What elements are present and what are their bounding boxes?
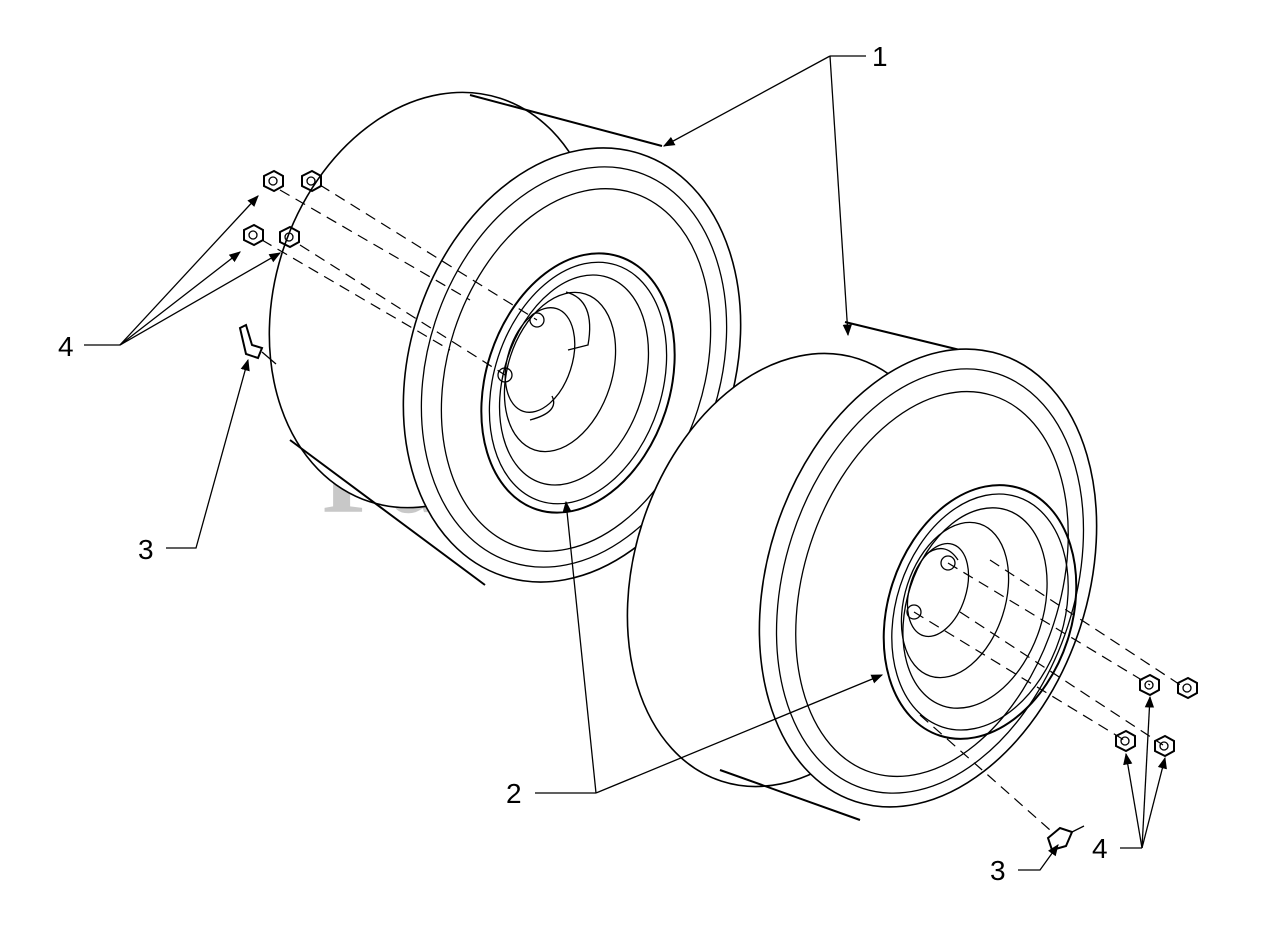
- lug-nut: [263, 169, 284, 193]
- right-lug-nuts: [1115, 673, 1198, 758]
- lug-nut: [243, 223, 264, 247]
- lug-nut: [1177, 676, 1198, 700]
- lug-nut: [279, 225, 300, 249]
- callout-tire: 1: [872, 41, 888, 72]
- right-valve-stem: [1046, 825, 1085, 852]
- left-valve-stem: [238, 323, 277, 365]
- left-rim: [480, 252, 676, 514]
- right-rim: [882, 484, 1078, 740]
- lug-nut: [1115, 729, 1136, 753]
- left-wheel-assembly: [238, 91, 742, 586]
- callout-lug-nuts-right: 4: [1092, 833, 1108, 864]
- lug-nut: [1139, 673, 1160, 697]
- callout-valve-stem-right: 3: [990, 855, 1006, 886]
- left-lug-nuts: [243, 169, 322, 249]
- lug-nut: [1154, 734, 1175, 758]
- callout-valve-stem-left: 3: [138, 534, 154, 565]
- lug-nut: [301, 169, 322, 193]
- callout-rim: 2: [506, 778, 522, 809]
- callout-leaders: [84, 55, 1167, 871]
- callout-lug-nuts-left: 4: [58, 331, 74, 362]
